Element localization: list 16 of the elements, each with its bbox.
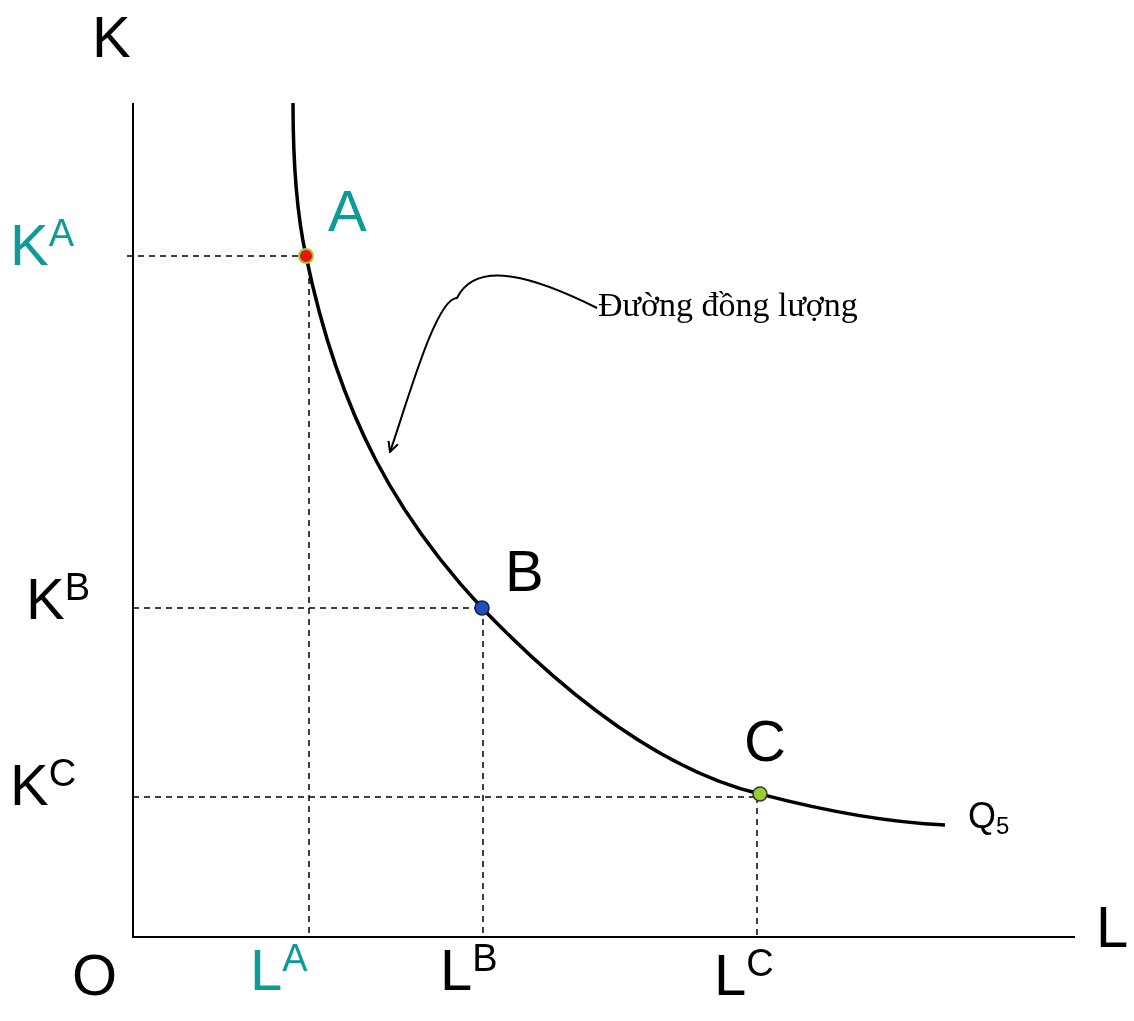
point-label: C — [744, 712, 786, 770]
axis-value-label: L$^{A}$ — [250, 941, 308, 999]
axis-value-label: K$^{C}$ — [10, 756, 77, 814]
point-label: A — [328, 182, 367, 240]
axis-label: K — [92, 8, 131, 66]
axis-value-label: L$^{B}$ — [440, 941, 498, 999]
origin-label: O — [72, 946, 118, 1004]
point-label: B — [505, 542, 544, 600]
curve-label: Q$_{5}$ — [968, 798, 1010, 834]
axis-value-label: K$^{B}$ — [26, 570, 91, 628]
axis-value-label: K$^{A}$ — [10, 216, 75, 274]
curve-name-label: Đường đồng lượng — [598, 285, 858, 325]
isoquant-curve — [291, 103, 946, 827]
leader-arrow — [387, 274, 598, 453]
axis-label: L — [1096, 898, 1129, 956]
axis-value-label: L$^{C}$ — [714, 946, 774, 1004]
